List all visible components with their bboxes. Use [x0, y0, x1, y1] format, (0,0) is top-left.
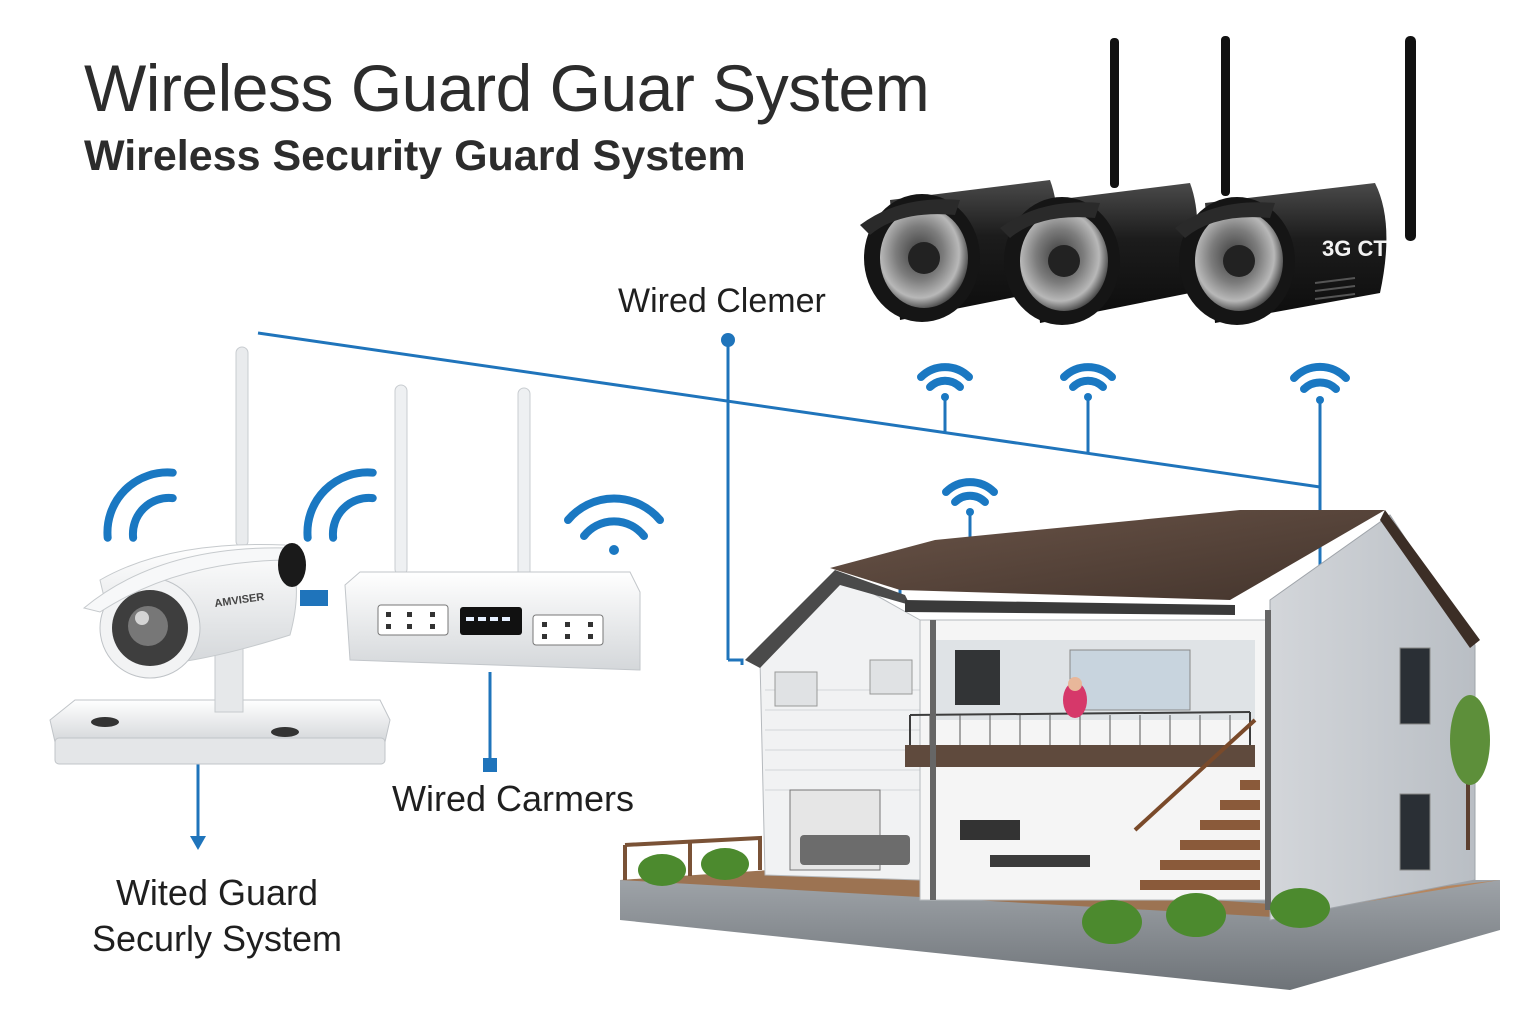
guard-connector-arrow [190, 836, 206, 850]
white-camera-icon: AMVISER [49, 346, 391, 765]
page-subtitle: Wireless Security Guard System [84, 132, 746, 180]
clemer-to-house-line [728, 658, 744, 665]
carmers-connector-square [483, 758, 497, 772]
house-icon [620, 510, 1500, 990]
wired-clemer-label: Wired Clemer [618, 282, 826, 320]
main-backbone-line [257, 331, 1321, 489]
black-camera-brand: 3G CT [1322, 236, 1387, 261]
page-title: Wireless Guard Guar System [84, 51, 930, 125]
guard-label-line1: Wited Guard [115, 872, 319, 913]
router-icon [344, 384, 641, 671]
bullet-camera-icon: 3G CT [860, 36, 1416, 325]
guard-label-line2: Securly System [91, 918, 343, 959]
clemer-connector-dot [721, 333, 735, 347]
wired-carmers-label: Wired Carmers [392, 778, 635, 819]
guard-system-label: Wited Guard Securly System [86, 870, 348, 962]
wifi-signal-icon [103, 362, 1350, 555]
